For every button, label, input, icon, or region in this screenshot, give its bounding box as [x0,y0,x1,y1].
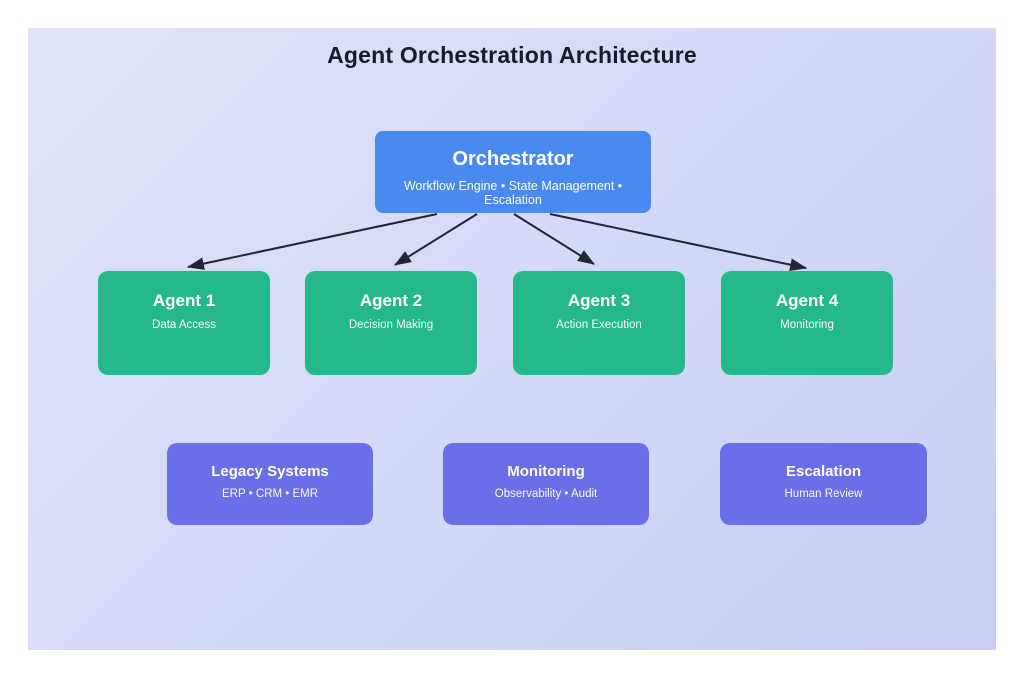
agent-1-subtitle: Data Access [152,319,216,331]
agent-2-subtitle: Decision Making [348,319,434,331]
agent-2-title: Agent 2 [359,291,423,310]
agent-1-title: Agent 1 [152,291,216,310]
diagram-title: Agent Orchestration Architecture [327,42,697,68]
orchestrator-node: Orchestrator Workflow Engine • State Man… [375,131,651,213]
agent-1-node: Agent 1 Data Access [98,271,270,375]
escalation-subtitle: Human Review [784,488,863,500]
monitoring-node: Monitoring Observability • Audit [443,443,649,525]
monitoring-subtitle: Observability • Audit [494,488,598,500]
agent-4-title: Agent 4 [775,291,839,310]
agent-4-node: Agent 4 Monitoring [721,271,893,375]
monitoring-title: Monitoring [507,463,585,480]
agent-4-subtitle: Monitoring [780,319,834,331]
legacy-systems-title: Legacy Systems [211,463,329,480]
agent-3-subtitle: Action Execution [556,319,642,331]
escalation-title: Escalation [785,463,862,480]
agent-3-node: Agent 3 Action Execution [513,271,685,375]
legacy-systems-subtitle: ERP • CRM • EMR [221,488,318,500]
legacy-systems-node: Legacy Systems ERP • CRM • EMR [167,443,373,525]
agent-2-node: Agent 2 Decision Making [305,271,477,375]
orchestrator-node-subtitle: Workflow Engine • State Management • Esc… [403,179,623,207]
escalation-node: Escalation Human Review [720,443,927,525]
orchestrator-node-title: Orchestrator [452,148,574,170]
agent-3-title: Agent 3 [567,291,631,310]
